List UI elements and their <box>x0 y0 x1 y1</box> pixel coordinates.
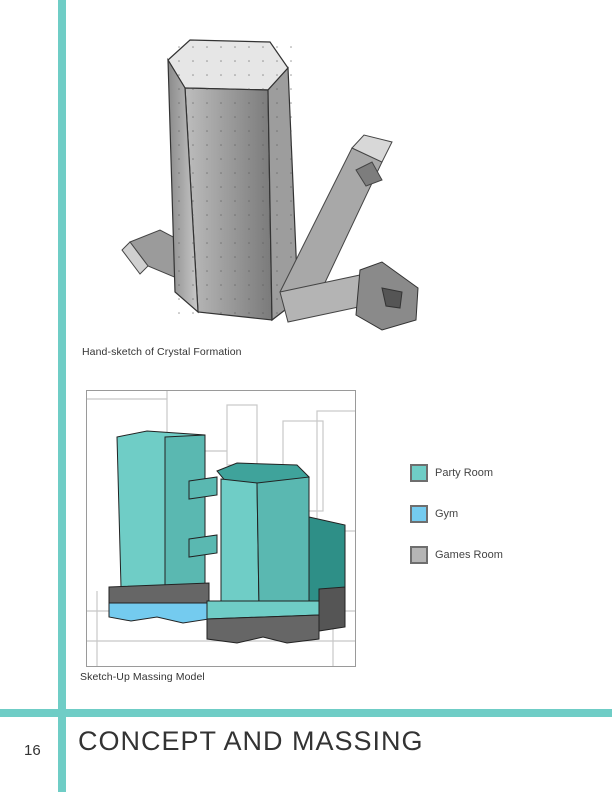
vertical-accent-bar <box>58 0 66 792</box>
legend: Party Room Gym Games Room <box>410 463 503 586</box>
legend-label-party-room: Party Room <box>435 467 494 479</box>
page-number: 16 <box>24 742 41 759</box>
horizontal-accent-bar <box>0 709 612 717</box>
legend-swatch-party-room <box>410 464 428 482</box>
legend-swatch-games-room <box>410 546 428 564</box>
legend-label-games-room: Games Room <box>435 549 503 561</box>
sketch-caption: Hand-sketch of Crystal Formation <box>82 346 242 358</box>
legend-item-games-room: Games Room <box>410 545 503 565</box>
section-title: CONCEPT AND MASSING <box>78 726 424 756</box>
legend-swatch-gym <box>410 505 428 523</box>
massing-model-image <box>86 390 356 667</box>
crystal-sketch-image <box>121 39 419 331</box>
legend-label-gym: Gym <box>435 508 459 520</box>
legend-item-gym: Gym <box>410 504 503 524</box>
model-caption: Sketch-Up Massing Model <box>80 671 205 683</box>
legend-item-party-room: Party Room <box>410 463 503 483</box>
